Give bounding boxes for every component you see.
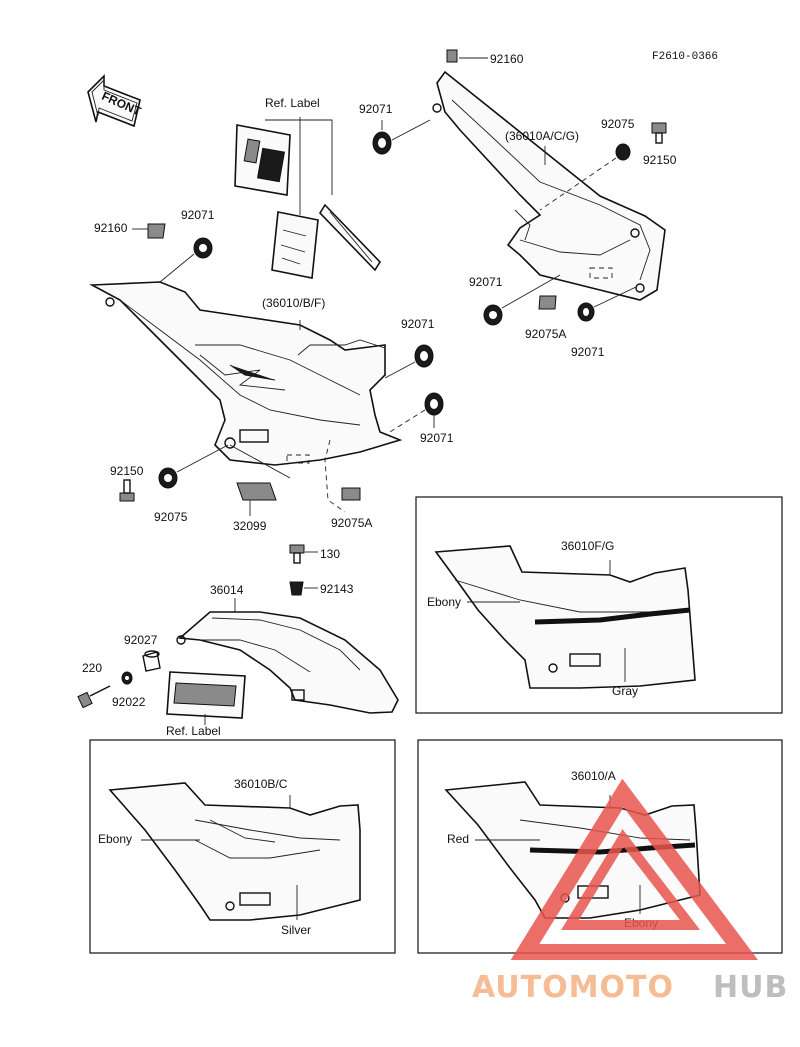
label-92071-lower: 92071: [420, 431, 454, 445]
variant-bc-color-b: Silver: [281, 923, 311, 937]
variant-fg-cover: [434, 545, 696, 689]
label-92022: 92022: [112, 695, 146, 709]
label-220: 220: [82, 661, 102, 675]
watermark-text-hub: HUB: [713, 970, 788, 1005]
middle-side-cover: [89, 281, 403, 466]
bolt-130: [289, 544, 318, 564]
spacer-92027: [142, 650, 161, 672]
automotohub-watermark: AUTOMOTO HUB: [472, 778, 788, 1005]
variant-bc-part: 36010B/C: [234, 777, 288, 791]
variant-a-part: 36010/A: [571, 769, 616, 783]
lower-cover-36014: [176, 611, 399, 714]
label-130: 130: [320, 547, 340, 561]
grommet-92071-lower: [384, 392, 444, 436]
label-92075-left: 92075: [154, 510, 188, 524]
label-32099: 32099: [233, 519, 267, 533]
variant-fg-color-a: Ebony: [427, 595, 461, 609]
grommet-92071-right-b: [577, 286, 637, 322]
clip-92075a-right: [538, 295, 557, 310]
label-92075a-left: 92075A: [331, 516, 372, 530]
reference-label-bottom: [166, 671, 246, 725]
grommet-92075-left: [158, 444, 229, 489]
ref-label-bottom: Ref. Label: [166, 724, 221, 738]
variant-bc-cover: [108, 782, 361, 921]
clip-32099: [229, 444, 291, 516]
bolt-92150-top: [651, 122, 667, 144]
variant-a-color-a: Red: [447, 832, 469, 846]
grommet-92075-top: [539, 143, 631, 211]
variant-box-bc: [89, 739, 396, 954]
bolt-220: [77, 685, 111, 709]
label-92160-left: 92160: [94, 221, 128, 235]
label-92143: 92143: [320, 582, 354, 596]
variant-box-fg: [415, 496, 783, 714]
label-92150-left: 92150: [110, 464, 144, 478]
figure-code: F2610-0366: [652, 51, 718, 63]
reference-labels-top: [234, 117, 382, 279]
variant-fg-color-b: Gray: [612, 684, 638, 698]
label-92075-top: 92075: [601, 117, 635, 131]
label-92071-right-a: 92071: [469, 275, 503, 289]
label-92071-right-b: 92071: [571, 345, 605, 359]
label-92071-top: 92071: [359, 102, 393, 116]
clip-92160-top: [446, 49, 488, 63]
clip-92075a-left: [324, 439, 361, 513]
grommet-92071-left: [159, 237, 213, 283]
bolt-92150-left: [119, 479, 135, 502]
label-92150-top: 92150: [643, 153, 677, 167]
label-92071-mid: 92071: [401, 317, 435, 331]
label-36014: 36014: [210, 583, 244, 597]
label-92160-top: 92160: [490, 52, 524, 66]
watermark-text-automoto: AUTOMOTO: [472, 970, 674, 1005]
variant-fg-part: 36010F/G: [561, 539, 614, 553]
nut-92143: [289, 581, 318, 596]
front-arrow-icon: FRONT: [87, 74, 144, 128]
grommet-92071-right-a: [483, 274, 561, 326]
label-92071-left: 92071: [181, 208, 215, 222]
label-92075a-right: 92075A: [525, 327, 566, 341]
variant-bc-color-a: Ebony: [98, 832, 132, 846]
clip-92160-left: [132, 223, 166, 239]
washer-92022: [121, 671, 133, 685]
label-92027: 92027: [124, 633, 158, 647]
label-36010-bf: (36010/B/F): [262, 296, 325, 310]
upper-side-cover: [432, 70, 666, 301]
grommet-92071-mid: [384, 344, 434, 379]
label-36010-acg: (36010A/C/G): [505, 129, 579, 143]
grommet-92071-top: [372, 119, 431, 155]
ref-label-top: Ref. Label: [265, 96, 320, 110]
